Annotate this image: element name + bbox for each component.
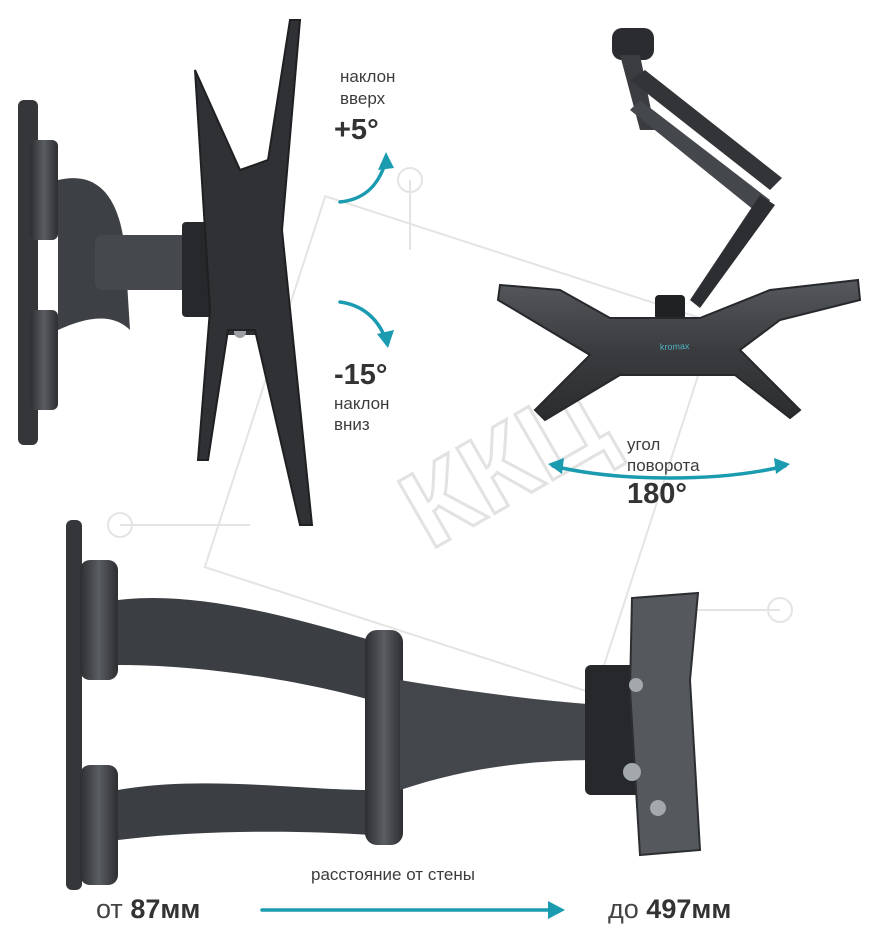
tilt-up-arrow-icon	[338, 158, 388, 204]
tilt-up-label-line1: наклон	[340, 67, 396, 86]
svg-text:kromax: kromax	[660, 341, 690, 352]
distance-caption: расстояние от стены	[311, 865, 475, 884]
rotation-label-line1: угол	[627, 435, 661, 454]
tilt-up-label-line2: вверх	[340, 89, 386, 108]
distance-to: до 497мм	[608, 894, 731, 925]
distance-from: от 87мм	[96, 894, 200, 925]
tilt-down-value: -15°	[334, 359, 388, 391]
tilt-down-label-line1: наклон	[334, 394, 390, 413]
extension-arm-view	[66, 520, 702, 890]
distance-from-prefix: от	[96, 894, 123, 924]
rotation-perspective-view: kromax	[496, 28, 862, 422]
distance-to-value: 497мм	[646, 894, 732, 924]
tilt-up-value: +5°	[334, 114, 379, 146]
rotation-arrow-icon	[551, 464, 787, 480]
rotation-value: 180°	[627, 478, 687, 510]
tilt-down-label-line2: вниз	[334, 415, 370, 434]
distance-from-value: 87мм	[130, 894, 201, 924]
distance-to-prefix: до	[608, 894, 639, 924]
rotation-label-line2: поворота	[627, 456, 700, 475]
tilt-side-view	[18, 19, 314, 526]
